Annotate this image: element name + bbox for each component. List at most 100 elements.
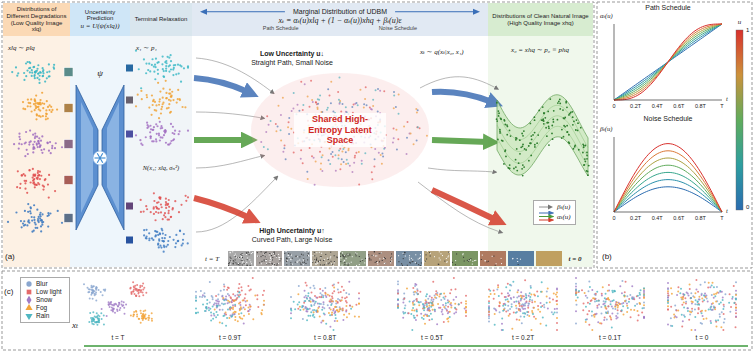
panel-frame [2, 271, 752, 350]
noise-speck [320, 257, 321, 258]
noise-speck [448, 255, 449, 256]
noise-speck [264, 260, 265, 261]
data-point [187, 130, 189, 132]
data-point [155, 58, 157, 60]
trajectory-line [196, 112, 262, 118]
data-point [30, 207, 32, 209]
data-point [36, 77, 38, 79]
noise-speck [316, 252, 317, 253]
data-point [24, 108, 26, 110]
tsne-point [290, 296, 292, 298]
noise-speck [236, 257, 237, 258]
noise-speck [455, 264, 456, 265]
data-point [42, 75, 44, 77]
noise-speck [381, 252, 382, 253]
tsne-point [135, 295, 137, 297]
tsne-point [195, 312, 197, 314]
clean-point [523, 130, 525, 132]
data-point [163, 76, 165, 78]
data-point [138, 68, 140, 70]
clean-point [506, 134, 508, 136]
noise-speck [299, 256, 300, 257]
noise-speck [290, 259, 291, 260]
noise-speck [249, 251, 250, 252]
data-point [42, 75, 44, 77]
clean-point [504, 120, 506, 122]
noise-speck [296, 255, 297, 257]
tsne-point [321, 294, 323, 296]
noise-speck [273, 253, 274, 254]
tsne-point [240, 317, 242, 319]
data-point [43, 148, 45, 150]
tsne-point [101, 308, 103, 310]
data-point [170, 68, 172, 70]
data-point [34, 109, 36, 111]
tsne-point [342, 319, 344, 321]
data-point [33, 174, 35, 176]
tsne-point [215, 316, 217, 318]
clean-point [547, 111, 549, 113]
noise-speck [403, 253, 404, 254]
data-point [31, 72, 33, 74]
tsne-point [244, 308, 246, 310]
tsne-point [240, 312, 242, 314]
data-point [168, 65, 170, 67]
data-point [51, 109, 53, 111]
data-point [20, 174, 22, 176]
tsne-point [124, 313, 126, 315]
data-point [165, 207, 167, 209]
data-point [164, 212, 166, 214]
noise-speck [438, 264, 439, 265]
tsne-point [249, 306, 251, 308]
noise-speck [321, 253, 322, 254]
data-point [139, 139, 141, 141]
data-point [28, 222, 30, 224]
data-point [33, 204, 35, 206]
data-point [28, 169, 30, 171]
data-point [159, 91, 161, 93]
data-point [29, 67, 31, 69]
data-point [45, 113, 47, 115]
clean-point [546, 122, 548, 124]
tsne-point [223, 314, 225, 316]
noise-speck [229, 262, 230, 263]
tsne-point [261, 313, 263, 315]
data-point [164, 129, 166, 131]
clean-point [503, 119, 505, 121]
noise-speck [346, 263, 347, 264]
noise-speck [464, 261, 465, 262]
clean-point [565, 100, 567, 102]
data-point [19, 183, 21, 185]
tsne-point [134, 293, 136, 295]
tsne-point [256, 294, 258, 296]
tsne-point [206, 299, 208, 301]
data-point [165, 92, 167, 94]
data-point [34, 132, 36, 134]
tsne-point [210, 320, 212, 322]
data-point [18, 136, 20, 138]
noise-speck [376, 261, 377, 262]
tsne-point [148, 317, 150, 319]
noise-speck [356, 253, 357, 254]
noise-speck [320, 256, 321, 257]
noise-speck [316, 260, 317, 261]
data-point [182, 239, 184, 241]
noise-speck [412, 261, 413, 262]
data-point [155, 110, 157, 112]
noise-speck [518, 264, 519, 265]
noise-speck [415, 254, 416, 255]
clean-point [567, 131, 569, 133]
clean-point [522, 146, 524, 148]
noise-speck [247, 265, 248, 266]
data-point [30, 212, 32, 214]
noise-speck [239, 263, 240, 264]
clean-point [519, 153, 521, 155]
data-point [47, 183, 49, 185]
clean-point [499, 129, 501, 131]
data-point [16, 75, 18, 77]
tsne-point [310, 292, 312, 294]
tsne-point [136, 290, 138, 292]
noise-speck [343, 255, 344, 256]
tsne-point [263, 290, 265, 292]
data-point [183, 233, 185, 235]
